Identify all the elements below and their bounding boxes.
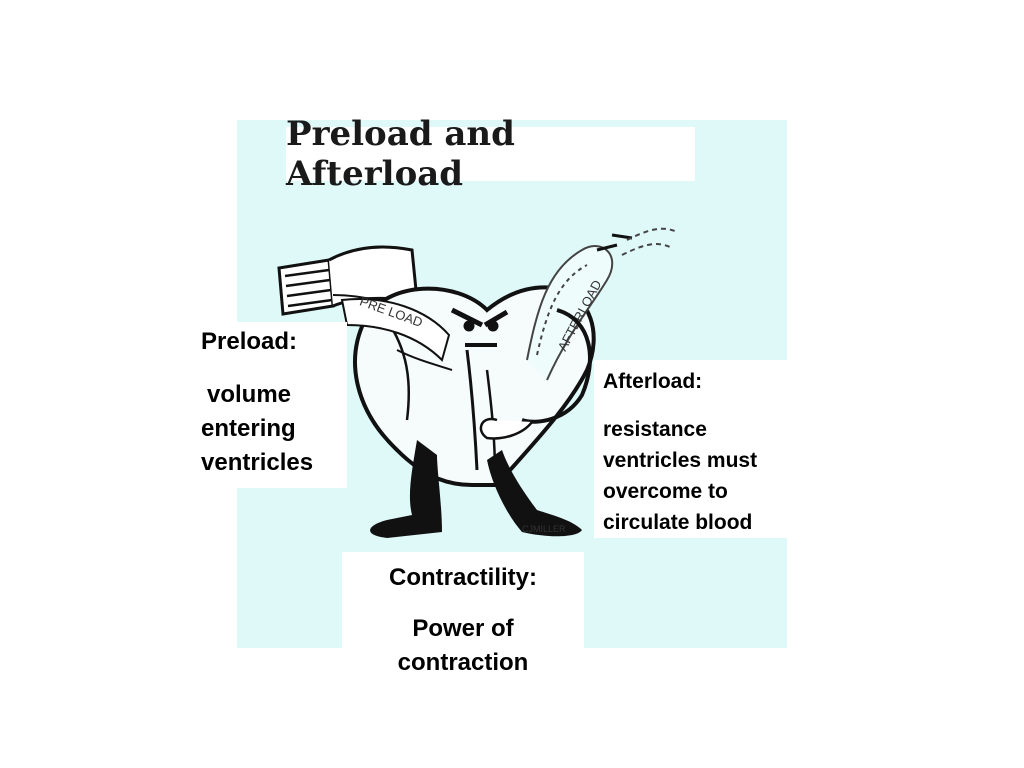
afterload-line: resistance — [603, 418, 707, 441]
artist-signature: CJMILLER — [522, 524, 566, 534]
right-leg — [487, 450, 582, 537]
title-box: Preload and Afterload — [286, 114, 695, 194]
preload-line: ventricles — [201, 449, 314, 476]
preload-line: entering — [201, 415, 296, 442]
angry-eyes-icon — [450, 307, 509, 347]
left-leg — [370, 440, 442, 538]
contractility-line: Power of — [412, 615, 514, 642]
afterload-line: circulate blood — [603, 511, 753, 534]
contractility-description: Power of contraction — [342, 612, 584, 680]
preload-heading: Preload: — [201, 328, 298, 355]
contractility-line: contraction — [397, 649, 529, 676]
afterload-line: overcome to — [603, 480, 728, 503]
afterload-hose-icon — [526, 227, 678, 381]
afterload-callout: Afterload: resistance ventricles must ov… — [594, 360, 794, 538]
contractility-heading: Contractility: — [388, 564, 537, 591]
afterload-description: resistance ventricles must overcome to c… — [603, 414, 757, 538]
preload-line: volume — [207, 381, 292, 408]
preload-callout: Preload: volume entering ventricles — [195, 322, 347, 488]
heart-cartoon: PRE LOAD AFTERLOAD CJMILLER — [277, 227, 678, 538]
preload-description: volume entering ventricles — [201, 378, 313, 480]
contractility-callout: Contractility: Power of contraction — [342, 552, 584, 692]
afterload-heading: Afterload: — [603, 370, 703, 393]
afterload-line: ventricles must — [603, 449, 758, 472]
page-title: Preload and Afterload — [286, 114, 515, 194]
